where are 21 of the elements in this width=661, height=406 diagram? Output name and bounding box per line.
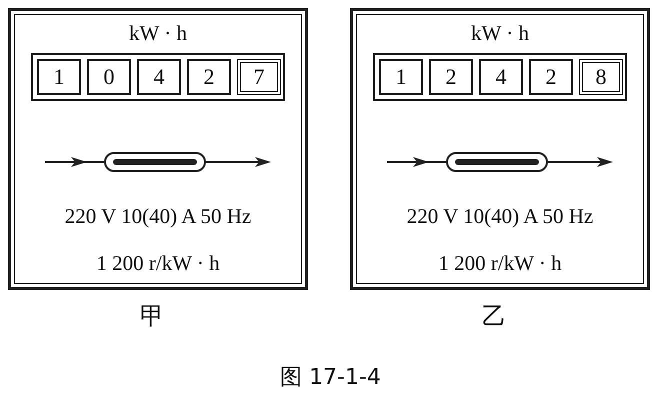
digit-box: 2 xyxy=(429,59,473,95)
rating-label: 220 V 10(40) A 50 Hz xyxy=(406,204,594,229)
digit-box: 2 xyxy=(187,59,231,95)
unit-label: kW · h xyxy=(129,21,187,46)
digit-box: 1 xyxy=(37,59,81,95)
meter-caption: 甲 xyxy=(140,301,164,332)
rating-label: 220 V 10(40) A 50 Hz xyxy=(64,204,252,229)
electricity-meter xyxy=(350,8,650,290)
meter-constant-label: 1 200 r/kW · h xyxy=(96,251,220,276)
figure-caption: 图 17-1-4 xyxy=(280,364,381,392)
digit-box: 2 xyxy=(529,59,573,95)
digit-box: 4 xyxy=(137,59,181,95)
digit-box: 7 xyxy=(237,59,281,95)
meter-constant-label: 1 200 r/kW · h xyxy=(438,251,562,276)
unit-label: kW · h xyxy=(471,21,529,46)
electricity-meter xyxy=(8,8,308,290)
meter-caption: 乙 xyxy=(482,301,506,332)
digit-box: 1 xyxy=(379,59,423,95)
digit-box: 8 xyxy=(579,59,623,95)
digit-box: 4 xyxy=(479,59,523,95)
digit-box: 0 xyxy=(87,59,131,95)
